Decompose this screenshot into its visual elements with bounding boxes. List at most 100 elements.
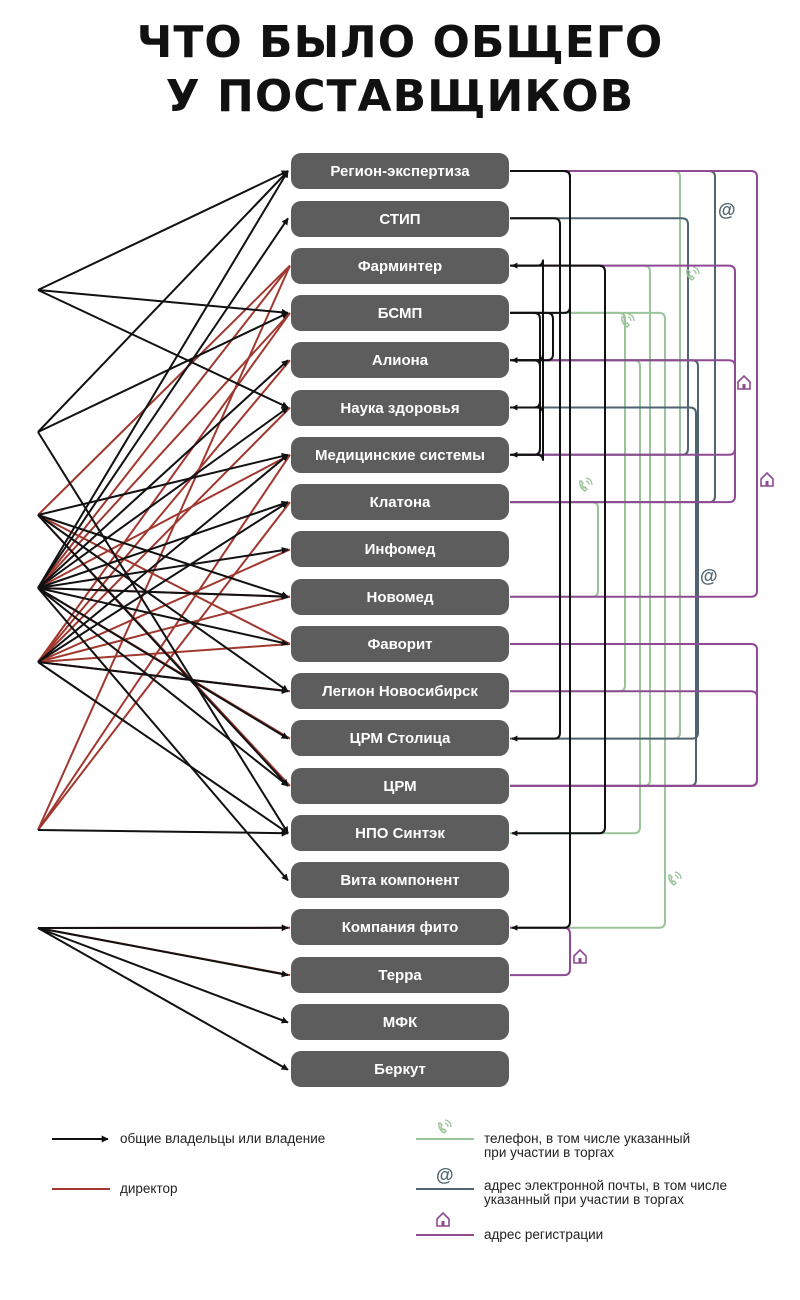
phone-icon-waves <box>692 266 700 275</box>
house-icon-door <box>441 1221 445 1226</box>
ownership-director-links <box>37 170 291 1071</box>
phone-icon-waves <box>674 871 682 880</box>
owner-link <box>37 587 289 600</box>
owner-link <box>37 431 289 834</box>
node-farminter[interactable]: Фарминтер <box>291 248 509 284</box>
node-mfk[interactable]: МФК <box>291 1004 509 1040</box>
node-favorit[interactable]: Фаворит <box>291 626 509 662</box>
node-terra[interactable]: Терра <box>291 957 509 993</box>
address-link <box>510 359 736 504</box>
phone-icon <box>668 871 682 886</box>
node-kompaniya-fito[interactable]: Компания фито <box>291 909 509 945</box>
owner-link-right <box>510 354 544 414</box>
owner-link <box>37 927 289 1071</box>
owner-link <box>37 359 289 589</box>
node-npo-sintek[interactable]: НПО Синтэк <box>291 815 509 851</box>
house-icon-outline <box>760 471 774 487</box>
director-link <box>37 453 291 589</box>
phone-icon-waves <box>627 313 635 322</box>
phone-icon <box>438 1119 452 1134</box>
owner-link <box>37 514 289 599</box>
email-link <box>510 217 689 456</box>
phone-icon-handset <box>579 480 588 492</box>
node-vita-komponent[interactable]: Вита компонент <box>291 862 509 898</box>
owner-link <box>37 500 289 589</box>
phone-icon-handset <box>668 874 677 886</box>
page-title-line-2: У ПОСТАВЩИКОВ <box>165 71 635 122</box>
house-icon <box>573 948 587 964</box>
node-crm[interactable]: ЦРМ <box>291 768 509 804</box>
node-nauka-zdorovya[interactable]: Наука здоровья <box>291 390 509 426</box>
director-link <box>37 264 291 589</box>
phone-link <box>510 264 651 787</box>
owner-link <box>37 514 289 787</box>
house-icon <box>760 471 774 487</box>
house-icon-outline <box>573 948 587 964</box>
owner-link <box>37 587 289 882</box>
owner-link-right <box>510 359 541 411</box>
node-infomed[interactable]: Инфомед <box>291 531 509 567</box>
node-novomed[interactable]: Новомед <box>291 579 509 615</box>
owner-link <box>37 452 289 516</box>
owner-link <box>37 587 289 787</box>
node-bsmp[interactable]: БСМП <box>291 295 509 331</box>
node-medicinskie-sistemy[interactable]: Медицинские системы <box>291 437 509 473</box>
owner-link <box>37 289 289 409</box>
director-link <box>37 406 291 663</box>
owner-link <box>37 170 289 291</box>
phone-link <box>510 501 599 598</box>
legend-phone-label-1: телефон, в том числе указанный <box>484 1131 691 1146</box>
owner-link-right <box>510 170 571 931</box>
house-icon <box>737 374 751 390</box>
node-crm-stolica[interactable]: ЦРМ Столица <box>291 720 509 756</box>
owner-link-right <box>510 311 541 458</box>
phone-icon-handset <box>621 316 630 328</box>
legend-email-label-2: указанный при участии в торгах <box>484 1192 684 1207</box>
house-icon-outline <box>436 1211 450 1227</box>
page-title-line-1: ЧТО БЫЛО ОБЩЕГО <box>136 17 664 68</box>
owner-link <box>37 661 289 695</box>
at-icon: @ <box>436 1165 454 1185</box>
owner-link <box>37 514 289 693</box>
phone-icon-waves <box>585 477 593 486</box>
house-icon-outline <box>737 374 751 390</box>
address-link <box>510 264 736 456</box>
address-link <box>510 926 571 977</box>
node-legion-novosibirsk[interactable]: Легион Новосибирск <box>291 673 509 709</box>
node-stip[interactable]: СТИП <box>291 201 509 237</box>
icons: @@@ <box>436 200 774 1227</box>
owner-link <box>37 587 289 647</box>
director-link <box>37 548 291 663</box>
director-link <box>37 595 291 663</box>
owner-link <box>37 217 289 589</box>
legend-address-label: адрес регистрации <box>484 1227 604 1242</box>
owner-link <box>37 927 289 1024</box>
legend-phone-label-2: при участии в торгах <box>484 1145 615 1160</box>
owner-link <box>37 927 289 978</box>
phone-icon-handset <box>686 269 695 281</box>
owner-link-right <box>510 311 554 364</box>
owner-link <box>37 406 289 589</box>
node-aliona[interactable]: Алиона <box>291 342 509 378</box>
legend-owners-label: общие владельцы или владение <box>120 1131 326 1146</box>
director-link <box>37 312 291 663</box>
phone-icon-handset <box>438 1122 447 1134</box>
node-klatona[interactable]: Клатона <box>291 484 509 520</box>
address-link <box>510 690 758 787</box>
director-link <box>37 265 291 831</box>
address-link <box>510 643 758 787</box>
phone-link <box>510 311 666 929</box>
owner-link <box>37 454 289 663</box>
node-region-expertiza[interactable]: Регион-экспертиза <box>291 153 509 189</box>
at-icon: @ <box>700 566 718 586</box>
owner-link <box>37 170 289 433</box>
legend-lines <box>52 1135 474 1236</box>
owner-link <box>37 661 289 835</box>
phone-icon <box>621 313 635 328</box>
director-link <box>37 454 291 831</box>
owner-link <box>37 587 289 740</box>
node-berkut[interactable]: Беркут <box>291 1051 509 1087</box>
phone-icon <box>579 477 593 492</box>
house-icon-door <box>742 384 746 389</box>
